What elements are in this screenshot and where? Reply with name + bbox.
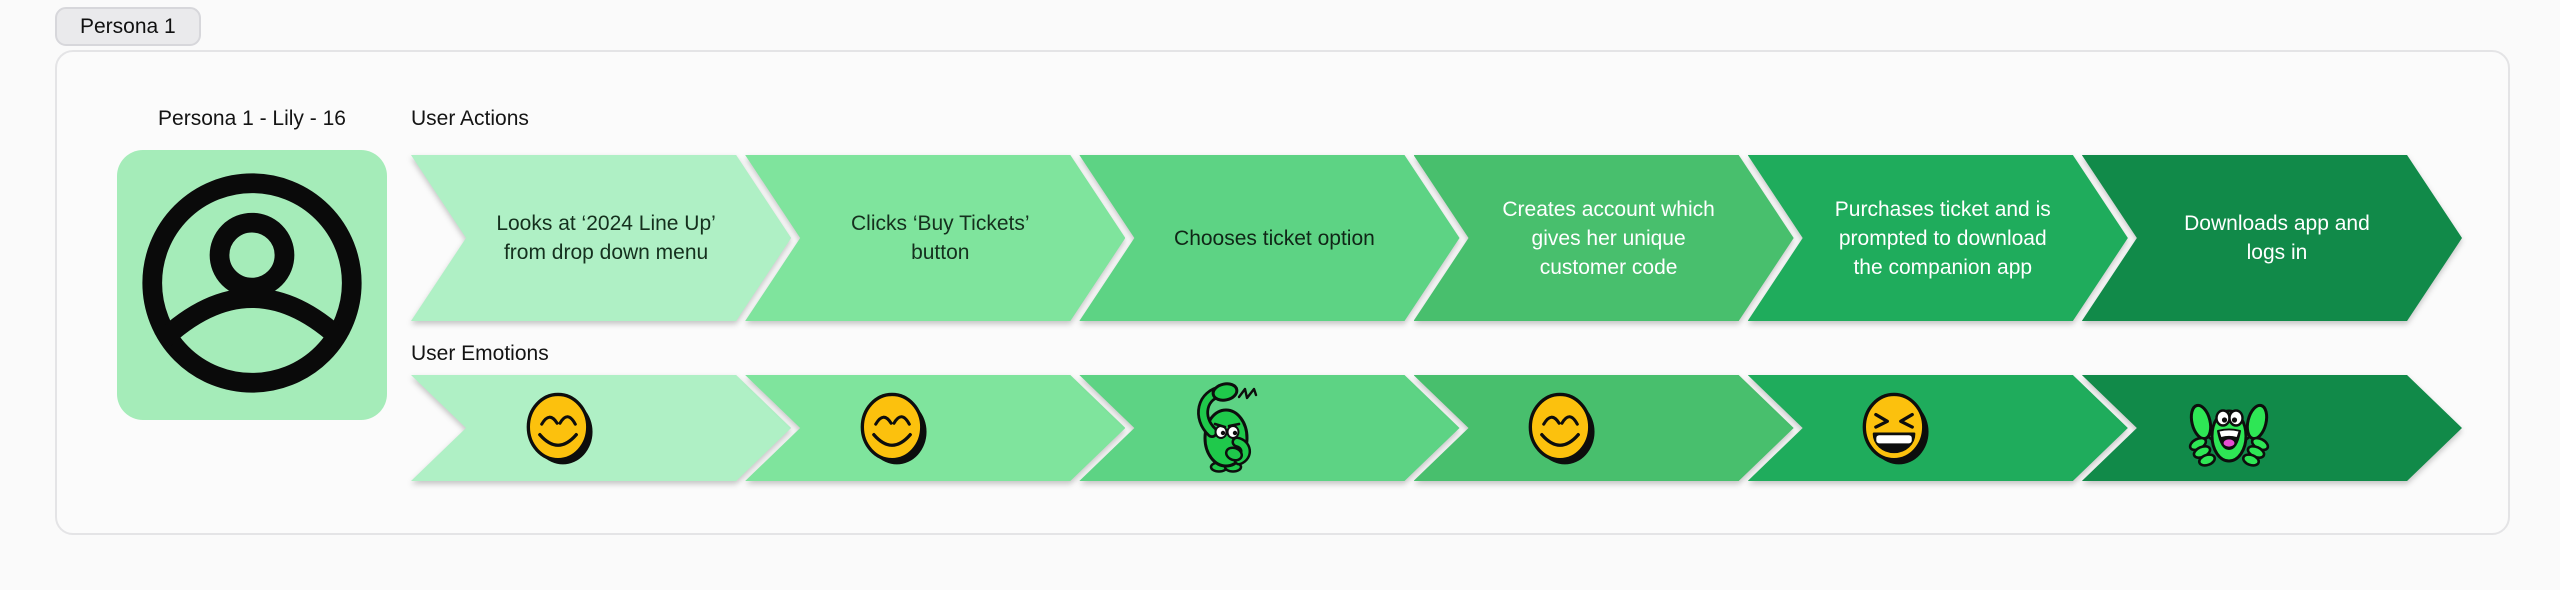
action-arrow-shape: Downloads app and logs in [2082,155,2462,321]
emotion-step-1[interactable] [411,375,791,481]
action-arrow-shape: Looks at ‘2024 Line Up’ from drop down m… [411,155,791,321]
tab-label: Persona 1 [80,14,176,38]
emotion-step-5[interactable] [1748,375,2128,481]
emotion-step-2[interactable] [745,375,1125,481]
persona-name: Persona 1 - Lily - 16 [158,107,346,130]
smiling-face-icon [845,380,941,476]
action-text: Chooses ticket option [1174,226,1375,250]
emotion-arrow-shape [1414,375,1794,481]
action-arrow-shape: Creates account which gives her unique c… [1414,155,1794,321]
emotion-step-3[interactable] [1079,375,1459,481]
action-text: Clicks ‘Buy Tickets’ button [850,212,1030,264]
action-text: Looks at ‘2024 Line Up’ from drop down m… [496,212,716,264]
emotion-arrow-shape [411,375,791,481]
action-step-4[interactable]: Creates account which gives her unique c… [1414,155,1794,321]
action-text: Downloads app and logs in [2184,212,2370,264]
user-circle-icon [136,167,368,404]
emotion-arrow-shape [745,375,1125,481]
tab-persona-1[interactable]: Persona 1 [55,7,201,46]
emotion-arrow-shape [2082,375,2462,481]
persona-avatar[interactable] [117,150,387,420]
emotion-arrow-shape [1079,375,1459,481]
action-step-6[interactable]: Downloads app and logs in [2082,155,2462,321]
smiling-face-icon [511,380,607,476]
action-step-1[interactable]: Looks at ‘2024 Line Up’ from drop down m… [411,155,791,321]
user-actions-label: User Actions [411,107,529,130]
action-arrow-shape: Chooses ticket option [1079,155,1459,321]
user-emotions-row [411,375,2462,481]
emotion-arrow-shape [1748,375,2128,481]
action-text: Creates account which gives her unique c… [1502,197,1715,279]
action-arrow-shape: Purchases ticket and is prompted to down… [1748,155,2128,321]
action-step-2[interactable]: Clicks ‘Buy Tickets’ button [745,155,1125,321]
journey-column: User Actions Looks at ‘2024 Line Up’ fro… [411,104,2462,481]
laughing-face-icon [1847,380,1943,476]
user-emotions-label: User Emotions [411,342,549,365]
smiling-face-icon [1513,380,1609,476]
confused-character-icon [1179,380,1275,476]
action-step-3[interactable]: Chooses ticket option [1079,155,1459,321]
emotion-step-4[interactable] [1414,375,1794,481]
action-step-5[interactable]: Purchases ticket and is prompted to down… [1748,155,2128,321]
action-text: Purchases ticket and is prompted to down… [1834,197,2051,279]
action-arrow-shape: Clicks ‘Buy Tickets’ button [745,155,1125,321]
persona-column: Persona 1 - Lily - 16 [117,104,387,481]
emotion-step-6[interactable] [2082,375,2462,481]
user-actions-row: Looks at ‘2024 Line Up’ from drop down m… [411,155,2462,321]
thumbs-up-character-icon [2181,380,2277,476]
persona-journey-card: Persona 1 - Lily - 16 [55,50,2510,535]
